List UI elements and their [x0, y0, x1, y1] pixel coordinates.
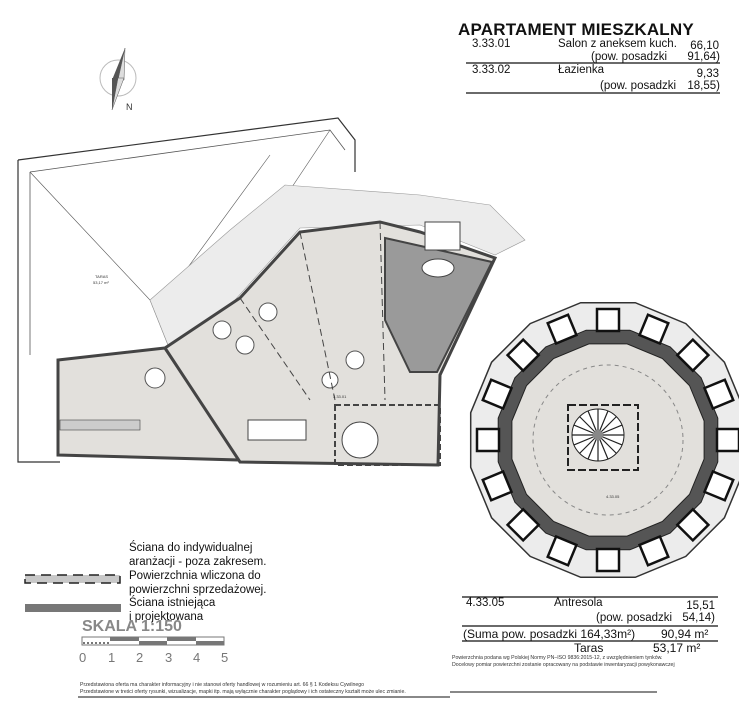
room-code: 4.33.05 — [466, 597, 505, 609]
room-label-2: 4.33.05 — [606, 494, 620, 499]
roof-window-icon — [595, 547, 621, 573]
scale-tick: 2 — [136, 650, 144, 665]
room-code: 3.33.02 — [472, 64, 511, 76]
legend-line: Powierzchnia wliczona do — [129, 570, 261, 582]
disclaimer: Przedstawione w treści oferty rysunki, w… — [80, 689, 406, 695]
legend-line: Ściana istniejąca — [129, 597, 216, 609]
roof-window-icon — [546, 313, 579, 346]
roof-window-icon — [505, 337, 541, 373]
roof-window-icon — [675, 507, 711, 543]
roof-window-icon — [546, 534, 579, 567]
compass-icon — [99, 47, 137, 111]
scale-tick: 3 — [165, 650, 173, 665]
room-area: 15,51 — [686, 600, 715, 612]
norm-note: Docelowy pomiar powierzchni zostanie opr… — [452, 662, 675, 668]
legend-line: aranżacji - poza zakresem. — [129, 556, 267, 568]
room-name: Antresola — [554, 597, 603, 609]
roof-window-icon — [675, 337, 711, 373]
floor-label: (pow. posadzki — [600, 80, 677, 92]
floor-sum: (Suma pow. posadzki 164,33m²) — [463, 627, 636, 641]
scale-tick: 1 — [108, 650, 116, 665]
terrace-label: TARAS — [95, 274, 108, 279]
legend-line: Ściana do indywidualnej — [129, 542, 253, 554]
floor-area: 54,14) — [682, 612, 715, 624]
roof-window-icon — [715, 427, 739, 453]
legend-solid-wall-swatch — [25, 604, 121, 612]
roof-window-icon — [481, 469, 514, 502]
scale-tick: 5 — [221, 650, 229, 665]
scale-bar — [81, 636, 225, 646]
floor-area: 18,55) — [687, 80, 720, 92]
roof-window-icon — [505, 507, 541, 543]
legend-line: powierzchni sprzedażowej. — [129, 584, 267, 596]
roof-window-icon — [475, 427, 501, 453]
terrace-area: 53,17 m² — [653, 641, 701, 655]
roof-window-icon — [637, 313, 670, 346]
room-name: Salon z aneksem kuch. — [558, 38, 677, 50]
page-title: APARTAMENT MIESZKALNY — [458, 20, 694, 39]
mezzanine-plan — [469, 301, 739, 579]
compass-label: N — [126, 102, 133, 112]
roof-window-icon — [481, 378, 514, 411]
floor-label: (pow. posadzki — [596, 612, 673, 624]
total-area: 90,94 m² — [661, 627, 709, 641]
legend-line: i projektowana — [129, 611, 204, 623]
room-area: 9,33 — [696, 68, 719, 80]
room-label-1: 3.33.01 — [333, 394, 347, 399]
apartment-plan — [56, 220, 498, 467]
legend-dashed-wall-swatch — [24, 574, 121, 584]
roof-window-icon — [595, 307, 621, 333]
scale-tick: 4 — [193, 650, 201, 665]
roof-window-icon — [637, 534, 670, 567]
room-code: 3.33.01 — [472, 38, 511, 50]
terrace-area-label: 53,17 m² — [93, 280, 109, 285]
roof-window-icon — [702, 469, 735, 502]
floor-label: (pow. posadzki — [591, 51, 668, 63]
room-name: Łazienka — [558, 64, 605, 76]
terrace-label: Taras — [574, 641, 604, 655]
scale-tick: 0 — [79, 650, 87, 665]
floor-area: 91,64) — [687, 51, 720, 63]
scale-title: SKALA 1:150 — [82, 618, 182, 635]
disclaimer: Przedstawiona oferta ma charakter inform… — [80, 682, 365, 688]
norm-note: Powierzchnia podana wg Polskiej Normy PN… — [452, 655, 663, 661]
room-area: 66,10 — [690, 40, 719, 52]
roof-window-icon — [702, 378, 735, 411]
legend-solid-wall-text: Ściana istniejąca i projektowana — [129, 596, 215, 624]
legend-dashed-wall-text: Ściana do indywidualnej aranżacji - poza… — [129, 541, 266, 597]
